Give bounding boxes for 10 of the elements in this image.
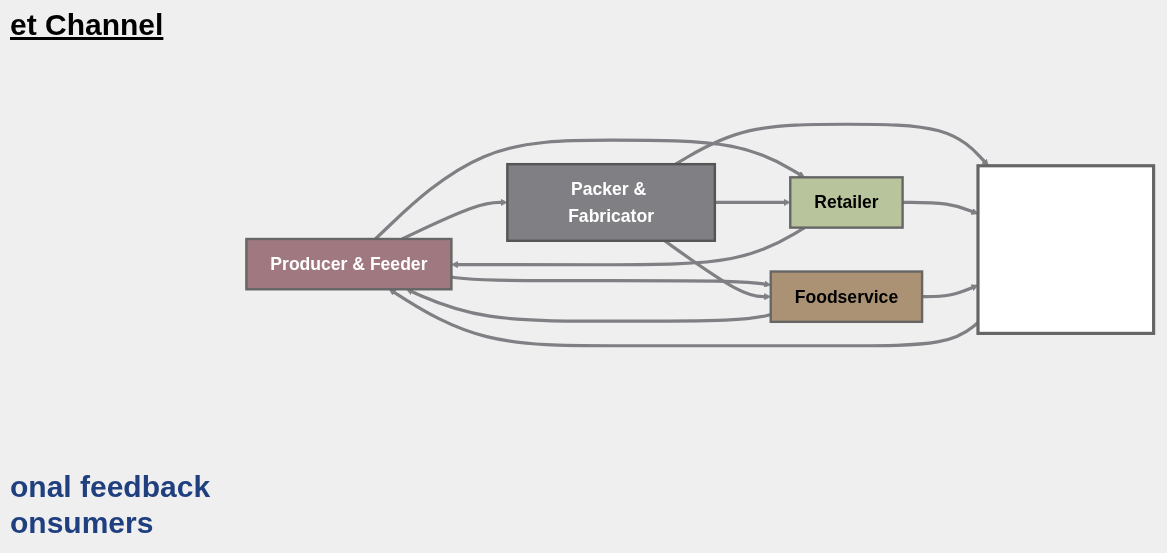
node-box: Packer & Fabricator (506, 162, 717, 242)
arrow (714, 198, 791, 206)
node-box (976, 164, 1156, 335)
slide-title: et Channel (10, 8, 164, 42)
node-box: Retailer (789, 176, 904, 229)
node-box: Foodservice (769, 270, 924, 323)
node-box: Producer & Feeder (245, 237, 453, 291)
arrow (374, 138, 805, 241)
note-text: onal feedback (10, 470, 211, 504)
note-text: onsumers (10, 506, 154, 540)
